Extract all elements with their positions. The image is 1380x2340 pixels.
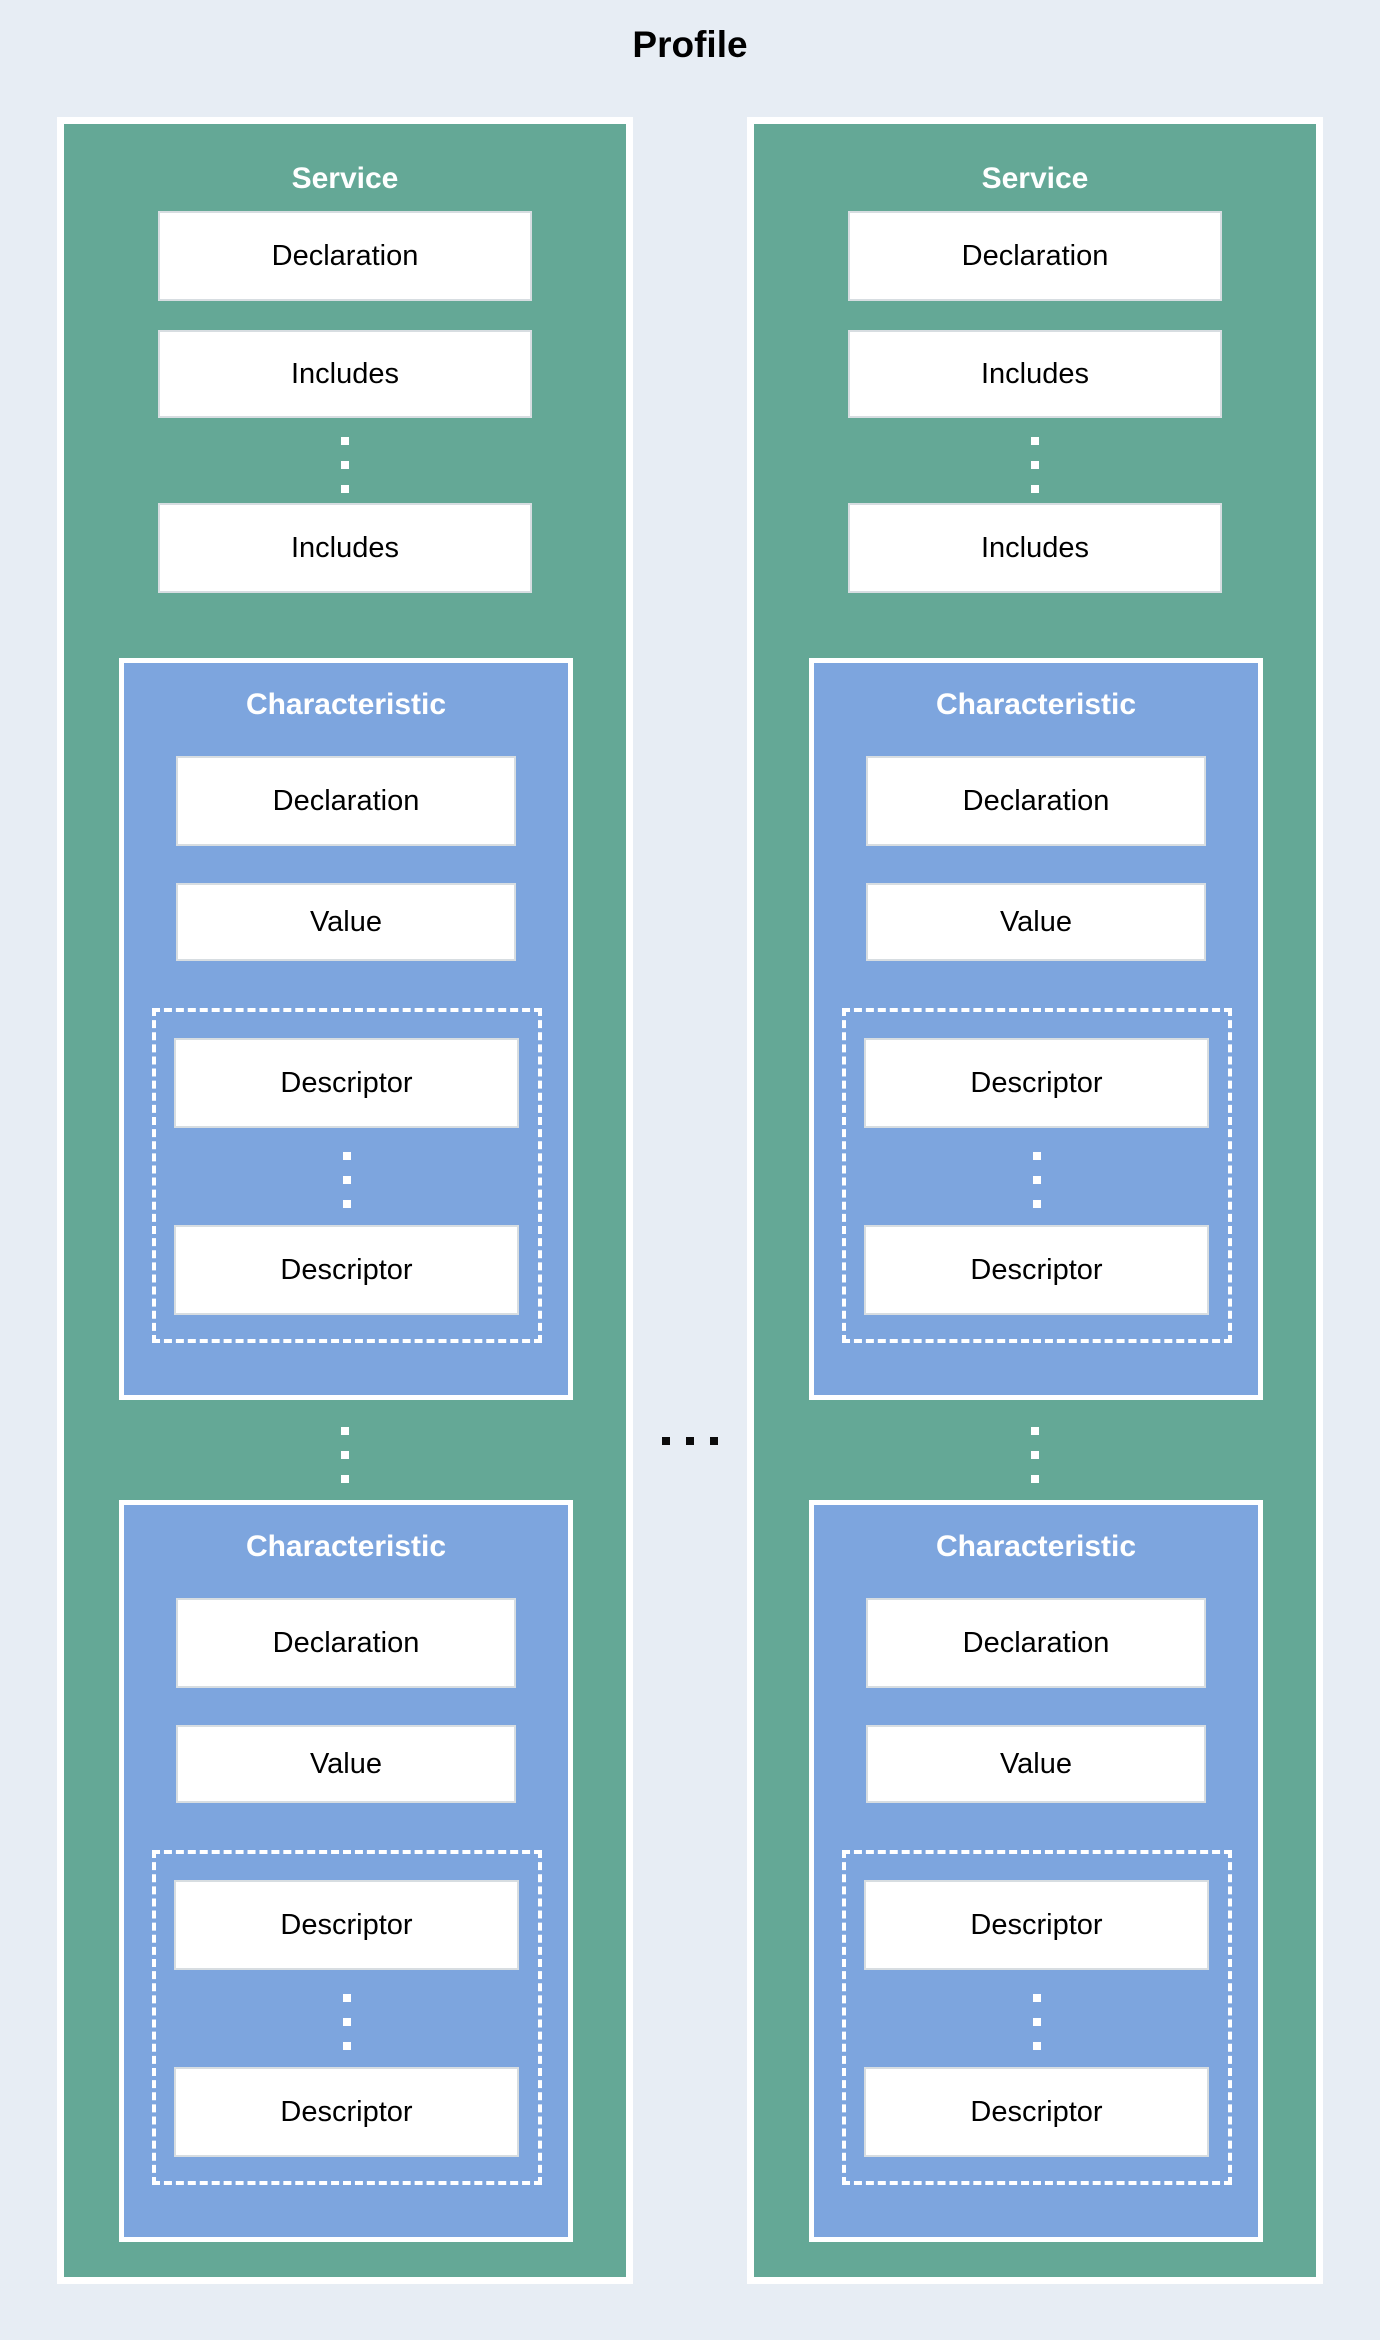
value-box: Value <box>176 1725 516 1803</box>
descriptor-box: Descriptor <box>174 1038 519 1128</box>
vertical-ellipsis-icon <box>754 437 1316 493</box>
characteristic-panel: Characteristic Declaration Value Descrip… <box>119 658 573 1400</box>
includes-box: Includes <box>848 503 1222 593</box>
includes-box: Includes <box>848 330 1222 418</box>
characteristic-label: Characteristic <box>245 688 447 721</box>
descriptor-box: Descriptor <box>174 1880 519 1970</box>
descriptor-box: Descriptor <box>864 1038 1209 1128</box>
service-label: Service <box>291 162 399 195</box>
includes-box: Includes <box>158 503 532 593</box>
characteristic-panel: Characteristic Declaration Value Descrip… <box>119 1500 573 2242</box>
descriptor-group: Descriptor Descriptor <box>152 1850 542 2185</box>
vertical-ellipsis-icon <box>64 437 626 493</box>
service-panel: Service Declaration Includes Includes Ch… <box>57 117 633 2284</box>
vertical-ellipsis-icon <box>846 1994 1228 2050</box>
descriptor-group: Descriptor Descriptor <box>152 1008 542 1343</box>
service-declaration-box: Declaration <box>848 211 1222 301</box>
descriptor-box: Descriptor <box>174 1225 519 1315</box>
vertical-ellipsis-icon <box>754 1427 1316 1483</box>
service-panel: Service Declaration Includes Includes Ch… <box>747 117 1323 2284</box>
service-label: Service <box>981 162 1089 195</box>
characteristic-declaration-box: Declaration <box>866 1598 1206 1688</box>
value-box: Value <box>866 1725 1206 1803</box>
includes-box: Includes <box>158 330 532 418</box>
characteristic-label: Characteristic <box>935 688 1137 721</box>
characteristic-label: Characteristic <box>245 1530 447 1563</box>
value-box: Value <box>176 883 516 961</box>
descriptor-box: Descriptor <box>864 1225 1209 1315</box>
horizontal-ellipsis-icon <box>0 1437 1380 1445</box>
vertical-ellipsis-icon <box>64 1427 626 1483</box>
characteristic-label: Characteristic <box>935 1530 1137 1563</box>
descriptor-box: Descriptor <box>864 1880 1209 1970</box>
descriptor-group: Descriptor Descriptor <box>842 1850 1232 2185</box>
descriptor-group: Descriptor Descriptor <box>842 1008 1232 1343</box>
characteristic-panel: Characteristic Declaration Value Descrip… <box>809 1500 1263 2242</box>
diagram-title: Profile <box>632 24 748 65</box>
service-declaration-box: Declaration <box>158 211 532 301</box>
characteristic-declaration-box: Declaration <box>176 1598 516 1688</box>
descriptor-box: Descriptor <box>864 2067 1209 2157</box>
characteristic-declaration-box: Declaration <box>866 756 1206 846</box>
value-box: Value <box>866 883 1206 961</box>
vertical-ellipsis-icon <box>156 1994 538 2050</box>
characteristic-declaration-box: Declaration <box>176 756 516 846</box>
vertical-ellipsis-icon <box>846 1152 1228 1208</box>
vertical-ellipsis-icon <box>156 1152 538 1208</box>
characteristic-panel: Characteristic Declaration Value Descrip… <box>809 658 1263 1400</box>
descriptor-box: Descriptor <box>174 2067 519 2157</box>
